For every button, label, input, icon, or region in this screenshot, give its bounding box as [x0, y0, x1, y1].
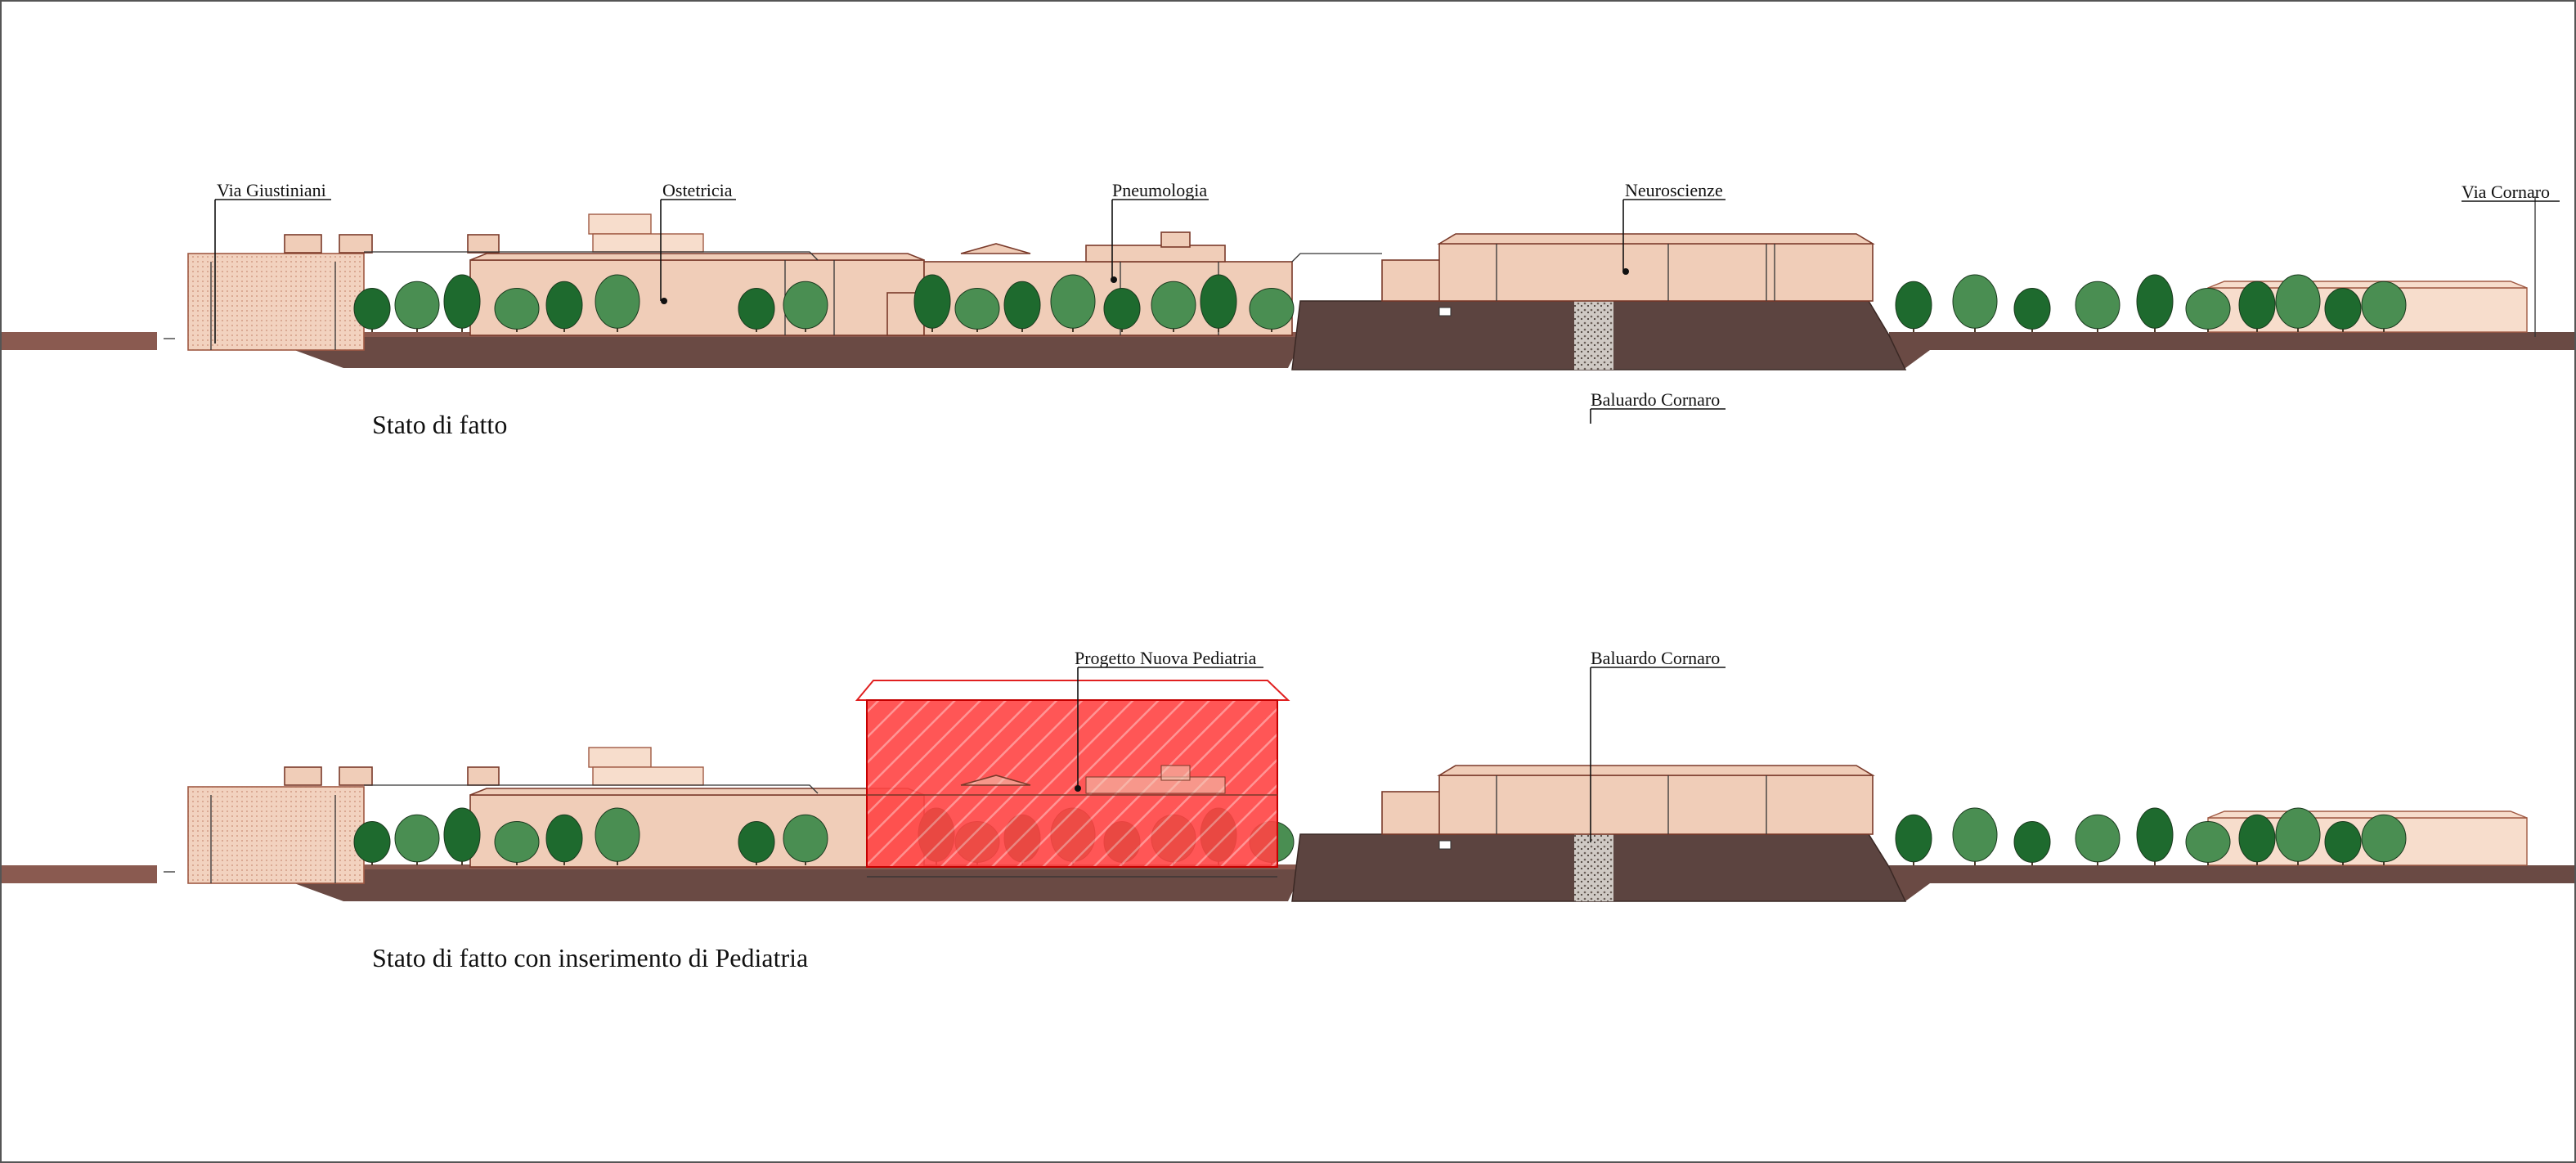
tree [738, 820, 775, 865]
tree [2324, 820, 2362, 865]
title-proposed: Stato di fatto con inserimento di Pediat… [372, 943, 808, 972]
tree [2136, 807, 2174, 865]
label-baluardo-cornaro-bottom: Baluardo Cornaro [1591, 648, 1720, 668]
building-neuroscienze-2 [1381, 765, 1875, 835]
tree [2075, 814, 2120, 865]
title-existing: Stato di fatto [372, 410, 507, 439]
tree [494, 820, 540, 865]
tree [1103, 287, 1141, 332]
context-line [364, 251, 819, 261]
building-via-giustiniani [187, 234, 373, 351]
building-neuroscienze [1381, 233, 1875, 302]
building-ostetricia-2 [467, 747, 925, 868]
tree [2075, 281, 2120, 332]
tree [545, 814, 583, 865]
tree [2185, 820, 2231, 865]
tree [783, 281, 828, 332]
label-via-giustiniani: Via Giustiniani [217, 180, 326, 200]
tree [1952, 274, 1998, 332]
tree [1249, 287, 1295, 332]
label-baluardo-cornaro-top: Baluardo Cornaro [1591, 389, 1720, 410]
label-neuroscienze: Neuroscienze [1625, 180, 1723, 200]
tree [1151, 281, 1196, 332]
bastion-stone-core [1574, 301, 1613, 370]
tree [2013, 287, 2051, 332]
tree [913, 274, 951, 332]
label-ostetricia: Ostetricia [662, 180, 733, 200]
tree [2185, 287, 2231, 332]
tree [2238, 281, 2276, 332]
project-nuova-pediatria [855, 680, 1290, 878]
tree [1895, 814, 1932, 865]
tree [1200, 274, 1237, 332]
tree [595, 807, 640, 865]
ground-strip-right-2 [1889, 865, 2574, 901]
building-ostetricia [467, 213, 925, 336]
tree [783, 814, 828, 865]
road-left-2 [2, 865, 157, 883]
road-left [2, 332, 157, 350]
tree [2238, 814, 2276, 865]
tree [494, 287, 540, 332]
tree [353, 820, 391, 865]
tree [2275, 807, 2321, 865]
tree [443, 807, 481, 865]
trees-existing [353, 274, 2407, 332]
label-progetto-nuova-pediatria: Progetto Nuova Pediatria [1075, 648, 1257, 668]
tree [738, 287, 775, 332]
tree [1895, 281, 1932, 332]
tree [1952, 807, 1998, 865]
tree [394, 814, 440, 865]
elevation-existing: Via Giustiniani Ostetricia Pneumologia N… [2, 180, 2574, 439]
tree [1003, 281, 1041, 332]
ground-strip-right [1889, 332, 2574, 368]
tree [394, 281, 440, 332]
tree [353, 287, 391, 332]
building-via-giustiniani-2 [187, 766, 373, 884]
label-via-cornaro: Via Cornaro [2462, 182, 2550, 202]
label-pneumologia: Pneumologia [1112, 180, 1207, 200]
ground-strip [278, 335, 1304, 368]
elevation-proposed: Progetto Nuova Pediatria Baluardo Cornar… [2, 648, 2574, 972]
tree [1050, 274, 1096, 332]
tree [2361, 814, 2407, 865]
tree [2275, 274, 2321, 332]
tree [2361, 281, 2407, 332]
tree [2324, 287, 2362, 332]
tree [2136, 274, 2174, 332]
tree [443, 274, 481, 332]
tree [954, 287, 1000, 332]
tree [595, 274, 640, 332]
ground-strip-2 [278, 867, 1304, 901]
tree [2013, 820, 2051, 865]
tree [545, 281, 583, 332]
